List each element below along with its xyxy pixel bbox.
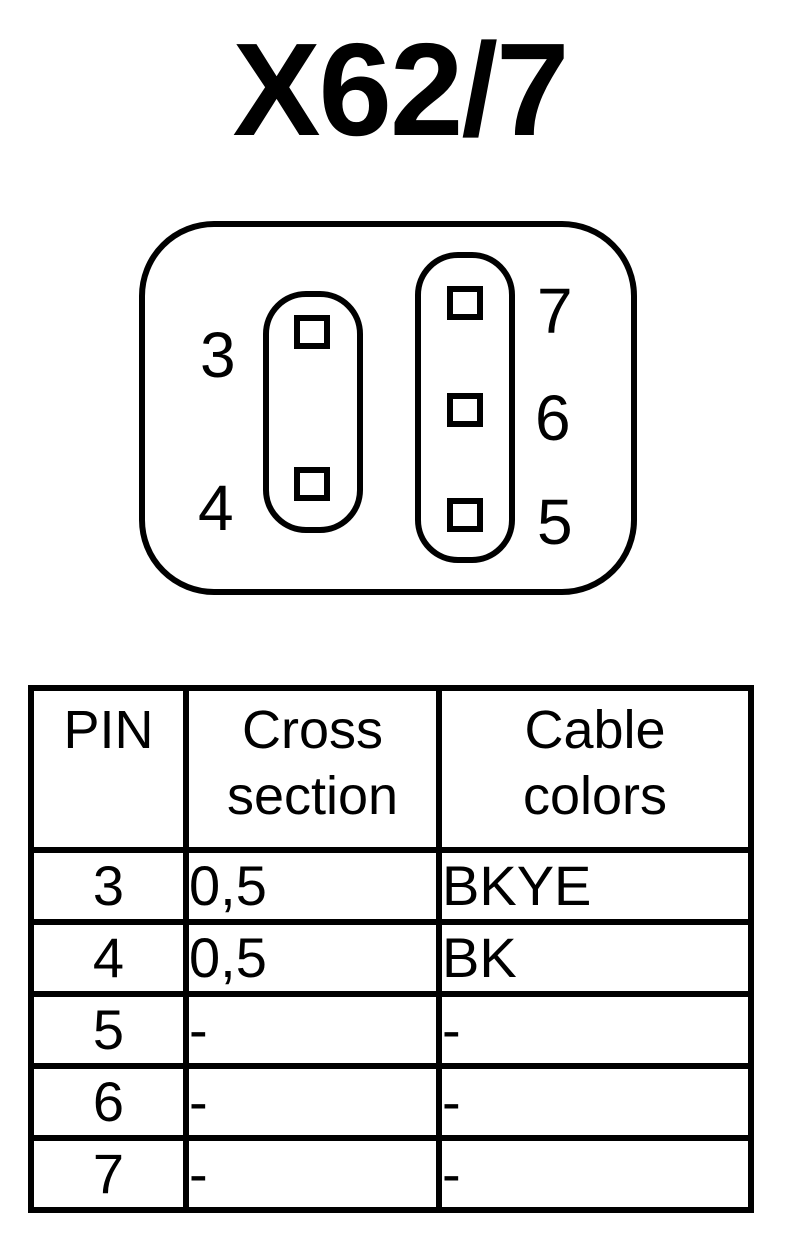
pin-7-contact: [447, 286, 483, 320]
pin-cell: 4: [28, 919, 189, 997]
pin-label-4: 4: [198, 472, 234, 544]
pin-cell: 6: [28, 1063, 189, 1141]
header-cable-colors: Cable colors: [436, 685, 754, 853]
cross-section-cell: -: [183, 1063, 442, 1141]
connector-title: X62/7: [232, 16, 570, 163]
cross-section-cell: -: [183, 991, 442, 1069]
cross-section-cell: -: [183, 1135, 442, 1213]
table-row: 7 - -: [28, 1135, 754, 1213]
cable-color-cell: BK: [436, 919, 754, 997]
pin-4-contact: [294, 467, 330, 501]
pin-label-6: 6: [535, 382, 571, 454]
left-pin-group: [263, 291, 363, 533]
table-row: 4 0,5 BK: [28, 919, 754, 997]
table-row: 6 - -: [28, 1063, 754, 1141]
pin-cell: 7: [28, 1135, 189, 1213]
pin-label-3: 3: [200, 319, 236, 391]
pin-label-5: 5: [537, 486, 573, 558]
pin-label-7: 7: [537, 275, 573, 347]
table-row: 3 0,5 BKYE: [28, 847, 754, 925]
connector-diagram: 3 4 7 6 5: [139, 221, 637, 595]
connector-housing: [139, 221, 637, 595]
cross-section-cell: 0,5: [183, 919, 442, 997]
pin-5-contact: [447, 498, 483, 532]
cross-section-cell: 0,5: [183, 847, 442, 925]
cable-color-cell: -: [436, 991, 754, 1069]
table-row: 5 - -: [28, 991, 754, 1069]
pin-6-contact: [447, 393, 483, 427]
cable-color-cell: -: [436, 1063, 754, 1141]
cable-color-cell: -: [436, 1135, 754, 1213]
pin-cell: 5: [28, 991, 189, 1069]
header-pin: PIN: [28, 685, 189, 853]
header-cross-section: Cross section: [183, 685, 442, 853]
pin-cell: 3: [28, 847, 189, 925]
pin-3-contact: [294, 315, 330, 349]
cable-color-cell: BKYE: [436, 847, 754, 925]
right-pin-group: [415, 252, 515, 563]
pin-assignment-table: PIN Cross section Cable colors 3 0,5 BKY…: [28, 685, 754, 1213]
table-header-row: PIN Cross section Cable colors: [28, 685, 754, 853]
